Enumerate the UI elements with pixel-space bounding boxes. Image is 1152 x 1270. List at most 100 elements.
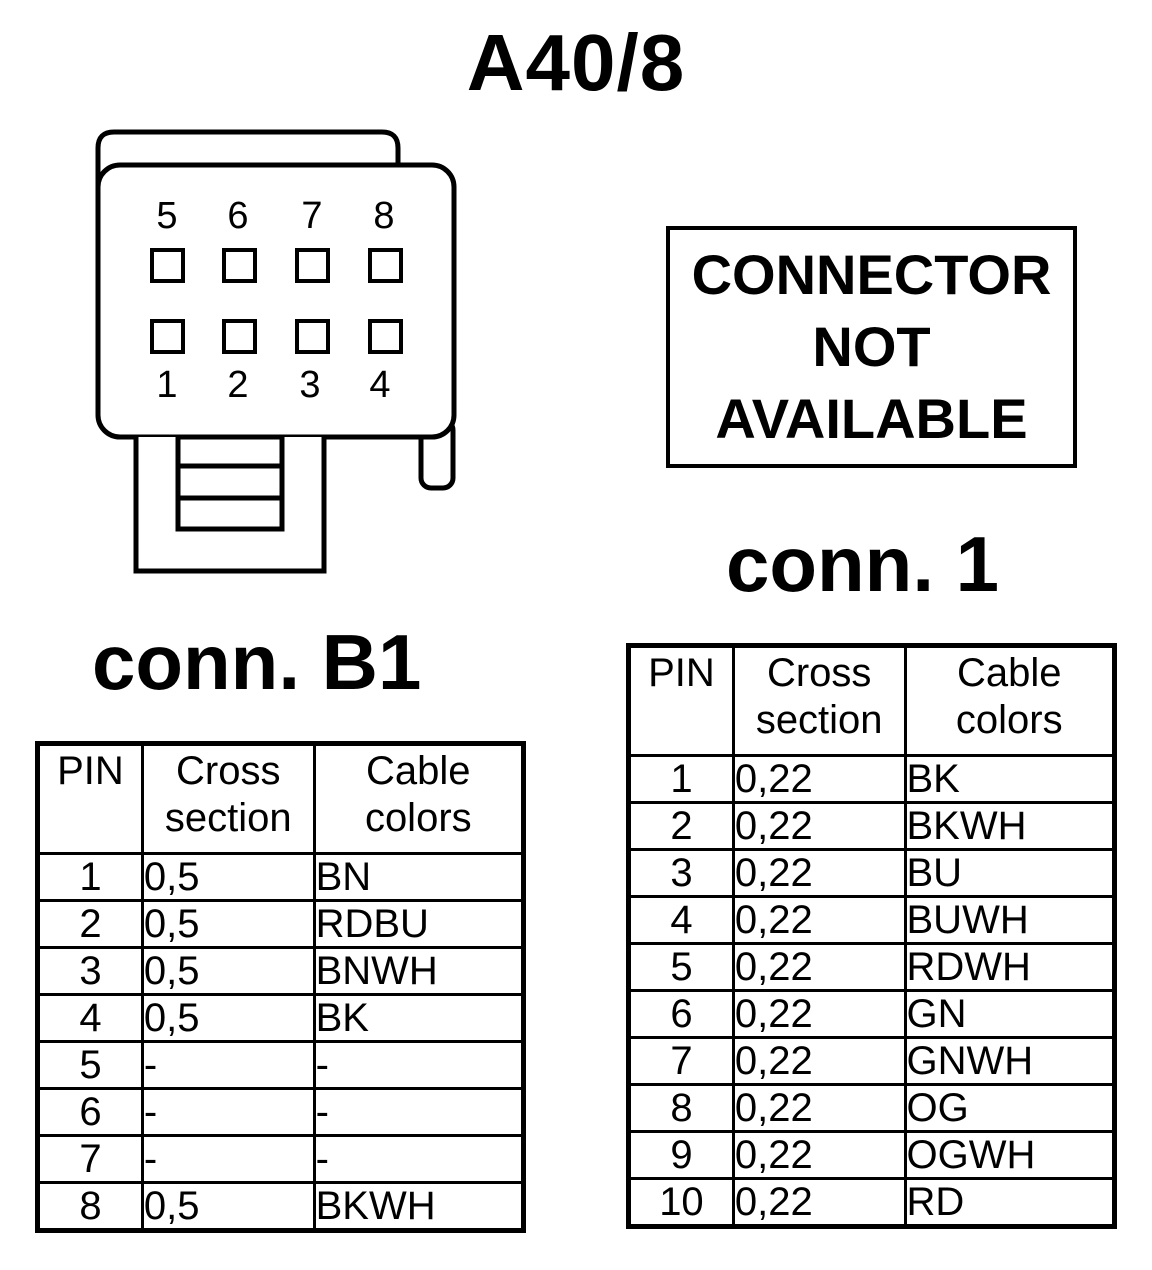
cross-section-cell: 0,22 xyxy=(731,1177,907,1228)
cable-color-cell: RDBU xyxy=(312,899,526,949)
pin-number-cell: 1 xyxy=(627,754,735,804)
cable-color-cell: GN xyxy=(903,989,1116,1039)
not-available-line3: AVAILABLE xyxy=(715,387,1028,450)
cross-section-cell: - xyxy=(140,1040,316,1090)
pin-label-4: 4 xyxy=(369,364,390,406)
cable-color-cell: GNWH xyxy=(903,1036,1116,1086)
cross-section-cell: 0,22 xyxy=(731,1036,907,1086)
pin-label-7: 7 xyxy=(301,195,322,237)
pin-number-cell: 7 xyxy=(627,1036,735,1086)
pin-label-3: 3 xyxy=(299,364,320,406)
cable-color-cell: BK xyxy=(312,993,526,1043)
cable-color-cell: BNWH xyxy=(312,946,526,996)
pin-column-header: PIN xyxy=(36,742,144,855)
cross-section-cell: 0,22 xyxy=(731,989,907,1039)
table-row: 7-- xyxy=(36,1134,526,1184)
pin-label-5: 5 xyxy=(156,195,177,237)
pin-number-cell: 7 xyxy=(36,1134,144,1184)
conn-1-title: conn. 1 xyxy=(726,520,1000,608)
not-available-line1: CONNECTOR xyxy=(691,243,1052,306)
cable-color-cell: - xyxy=(312,1087,526,1137)
cross-section-cell: 0,5 xyxy=(140,993,316,1043)
table-row: 6-- xyxy=(36,1087,526,1137)
cable-color-cell: BKWH xyxy=(312,1181,526,1232)
connector-main-housing xyxy=(95,162,457,440)
pin-number-cell: 8 xyxy=(36,1181,144,1232)
pin-number-cell: 6 xyxy=(36,1087,144,1137)
connector-locking-tab xyxy=(175,434,285,532)
cross-section-cell: 0,22 xyxy=(731,1083,907,1133)
pin-column-header: PIN xyxy=(627,644,735,757)
cable-color-cell: - xyxy=(312,1040,526,1090)
cross-section-cell: 0,22 xyxy=(731,848,907,898)
pin-number-cell: 2 xyxy=(627,801,735,851)
pin-number-cell: 3 xyxy=(627,848,735,898)
pin-socket-4 xyxy=(368,319,403,354)
cable-color-cell: OGWH xyxy=(903,1130,1116,1180)
conn-b1-title: conn. B1 xyxy=(92,618,422,706)
cable-color-cell: BKWH xyxy=(903,801,1116,851)
cross-section-cell: 0,5 xyxy=(140,852,316,902)
pin-label-1: 1 xyxy=(156,364,177,406)
pin-socket-1 xyxy=(150,319,185,354)
pin-number-cell: 9 xyxy=(627,1130,735,1180)
pin-number-cell: 2 xyxy=(36,899,144,949)
cross-section-cell: 0,5 xyxy=(140,1181,316,1232)
page-title: A40/8 xyxy=(466,18,686,107)
cross-section-cell: 0,22 xyxy=(731,1130,907,1180)
pin-number-cell: 10 xyxy=(627,1177,735,1228)
pin-number-cell: 5 xyxy=(36,1040,144,1090)
connector-not-available-box: CONNECTOR NOT AVAILABLE xyxy=(666,226,1077,468)
cross-section-cell: 0,5 xyxy=(140,899,316,949)
cross-section-cell: 0,22 xyxy=(731,801,907,851)
pin-number-cell: 5 xyxy=(627,942,735,992)
cable-color-cell: - xyxy=(312,1134,526,1184)
pin-socket-3 xyxy=(295,319,330,354)
pin-socket-7 xyxy=(295,248,330,283)
cable-color-cell: BN xyxy=(312,852,526,902)
pin-number-cell: 1 xyxy=(36,852,144,902)
cross-section-cell: 0,22 xyxy=(731,895,907,945)
cross-section-cell: 0,5 xyxy=(140,946,316,996)
cross-section-cell: - xyxy=(140,1134,316,1184)
pin-socket-6 xyxy=(222,248,257,283)
pin-number-cell: 4 xyxy=(36,993,144,1043)
cable-color-cell: OG xyxy=(903,1083,1116,1133)
pin-label-2: 2 xyxy=(227,364,248,406)
pin-label-8: 8 xyxy=(373,195,394,237)
pin-socket-8 xyxy=(368,248,403,283)
cross-section-cell: - xyxy=(140,1087,316,1137)
not-available-line2: NOT xyxy=(812,315,931,378)
pin-socket-5 xyxy=(150,248,185,283)
cable-color-cell: RD xyxy=(903,1177,1116,1228)
table-row: 5-- xyxy=(36,1040,526,1090)
pin-number-cell: 4 xyxy=(627,895,735,945)
pin-label-6: 6 xyxy=(227,195,248,237)
cross-section-cell: 0,22 xyxy=(731,942,907,992)
cable-color-cell: BU xyxy=(903,848,1116,898)
pin-socket-2 xyxy=(222,319,257,354)
pin-number-cell: 8 xyxy=(627,1083,735,1133)
